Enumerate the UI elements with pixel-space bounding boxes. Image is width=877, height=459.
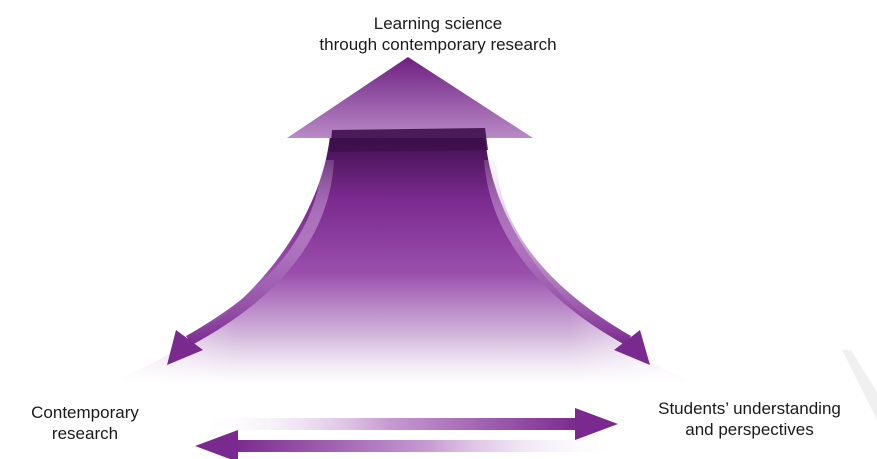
central-upward-arrow-head xyxy=(287,57,533,138)
corner-decorative-slash xyxy=(842,350,877,420)
left-node-line-2: research xyxy=(51,424,119,443)
right-node-line-1: Students’ understanding xyxy=(658,399,841,418)
right-node-label: Students’ understanding and perspectives xyxy=(622,398,877,440)
top-node-line-2: through contemporary research xyxy=(319,35,557,54)
top-node-line-1: Learning science xyxy=(373,14,503,33)
bottom-right-arrow-head xyxy=(575,408,618,440)
arrow-head-shadow xyxy=(330,128,488,152)
top-node-label: Learning science through contemporary re… xyxy=(238,13,638,55)
bottom-left-arrow-shaft xyxy=(235,440,620,452)
bottom-right-arrow-shaft xyxy=(200,418,578,430)
right-curved-arrow-head xyxy=(614,330,650,365)
left-node-line-1: Contemporary xyxy=(31,403,139,422)
right-node-line-2: and perspectives xyxy=(685,420,814,439)
left-node-label: Contemporary research xyxy=(0,402,170,444)
left-curved-arrow-head xyxy=(167,330,203,365)
central-upward-arrow-edge-fade xyxy=(105,136,700,385)
bottom-left-arrow-head xyxy=(195,430,238,459)
